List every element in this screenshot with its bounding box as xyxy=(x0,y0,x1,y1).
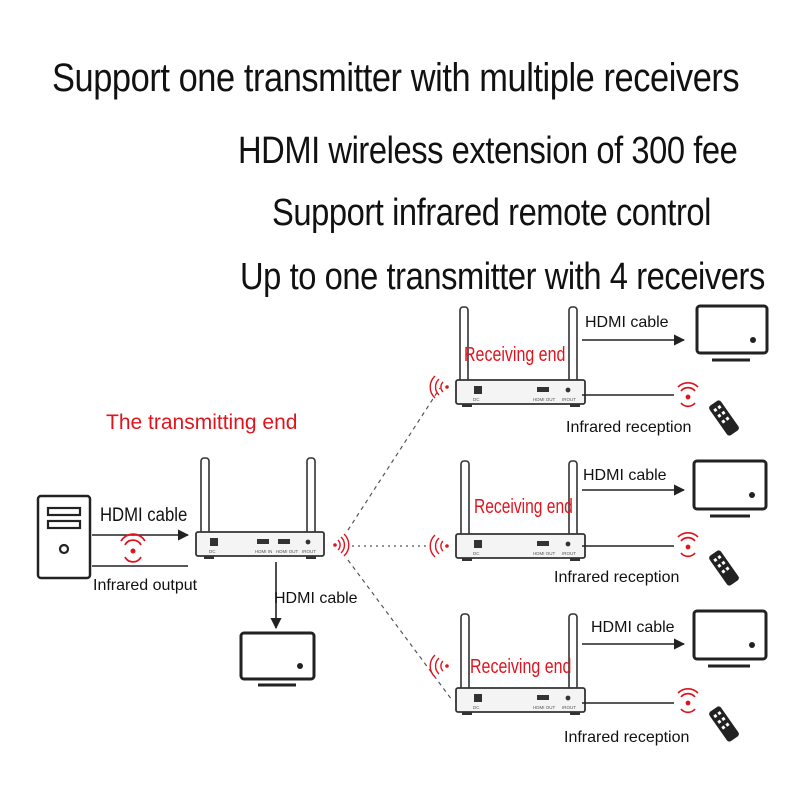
rx2-title: Receiving end xyxy=(474,495,573,517)
rx3-monitor-icon xyxy=(692,609,768,668)
rx3-port-ir: IROUT xyxy=(562,705,576,710)
rx2-port-hdmi: HDMI OUT xyxy=(533,551,555,556)
receiver-1: DC HDMI OUT IROUT Receiving end HDMI cab… xyxy=(429,304,769,436)
rx2-ir-receive-icon xyxy=(677,531,699,558)
rx1-ir-receive-icon xyxy=(677,381,699,408)
headline-4: Up to one transmitter with 4 receivers xyxy=(240,256,765,298)
rx1-hdmi-label: HDMI cable xyxy=(585,314,669,331)
rx3-wireless-signal-icon xyxy=(429,654,449,678)
headline-2: HDMI wireless extension of 300 fee xyxy=(238,130,738,172)
rx3-ir-label: Infrared reception xyxy=(564,729,689,746)
rx2-remote-control-icon xyxy=(709,550,739,586)
rx3-remote-control-icon xyxy=(709,706,739,742)
headline-3: Support infrared remote control xyxy=(272,192,711,234)
rx3-port-dc: DC xyxy=(473,705,480,710)
tx-port-dc: DC xyxy=(209,549,216,554)
rx2-wireless-signal-icon xyxy=(429,534,449,558)
tx-port-ir: IROUT xyxy=(302,549,316,554)
tx-wireless-signal-icon xyxy=(333,533,350,557)
receiver-2: DC HDMI OUT IROUT Receiving end HDMI cab… xyxy=(429,459,768,586)
tx-hdmi-in-label: HDMI cable xyxy=(100,504,187,525)
rx2-hdmi-label: HDMI cable xyxy=(583,467,667,484)
rx3-ir-receive-icon xyxy=(677,687,699,714)
transmitter-title: The transmitting end xyxy=(106,411,297,434)
rx2-ir-label: Infrared reception xyxy=(554,569,679,586)
rx3-hdmi-label: HDMI cable xyxy=(591,619,675,636)
rx2-port-ir: IROUT xyxy=(562,551,576,556)
pc-tower-icon xyxy=(36,494,92,580)
link-to-receiver-3 xyxy=(347,559,453,701)
link-to-receiver-1 xyxy=(347,387,441,531)
headline-1: Support one transmitter with multiple re… xyxy=(52,56,740,100)
rx1-port-ir: IROUT xyxy=(562,397,576,402)
rx1-port-hdmi: HDMI OUT xyxy=(533,397,555,402)
transmitter-device: DC HDMI IN HDMI OUT IROUT xyxy=(195,457,325,559)
rx1-wireless-signal-icon xyxy=(429,375,449,399)
monitor-icon xyxy=(239,631,316,687)
rx2-port-dc: DC xyxy=(473,551,480,556)
rx1-remote-control-icon xyxy=(709,400,739,436)
rx3-port-hdmi: HDMI OUT xyxy=(533,705,555,710)
receiver-3: DC HDMI OUT IROUT Receiving end HDMI cab… xyxy=(429,609,768,746)
rx2-monitor-icon xyxy=(692,459,768,518)
rx1-ir-label: Infrared reception xyxy=(566,419,691,436)
tx-port-hdmi-in: HDMI IN xyxy=(255,549,272,554)
ir-signal-icon xyxy=(120,533,146,563)
rx1-title: Receiving end xyxy=(464,343,565,365)
tx-hdmi-out-label: HDMI cable xyxy=(274,590,358,607)
rx3-title: Receiving end xyxy=(470,655,571,677)
tx-ir-output-label: Infrared output xyxy=(93,577,198,594)
rx1-monitor-icon xyxy=(695,304,769,362)
rx1-port-dc: DC xyxy=(473,397,480,402)
tx-port-hdmi-out: HDMI OUT xyxy=(276,549,298,554)
